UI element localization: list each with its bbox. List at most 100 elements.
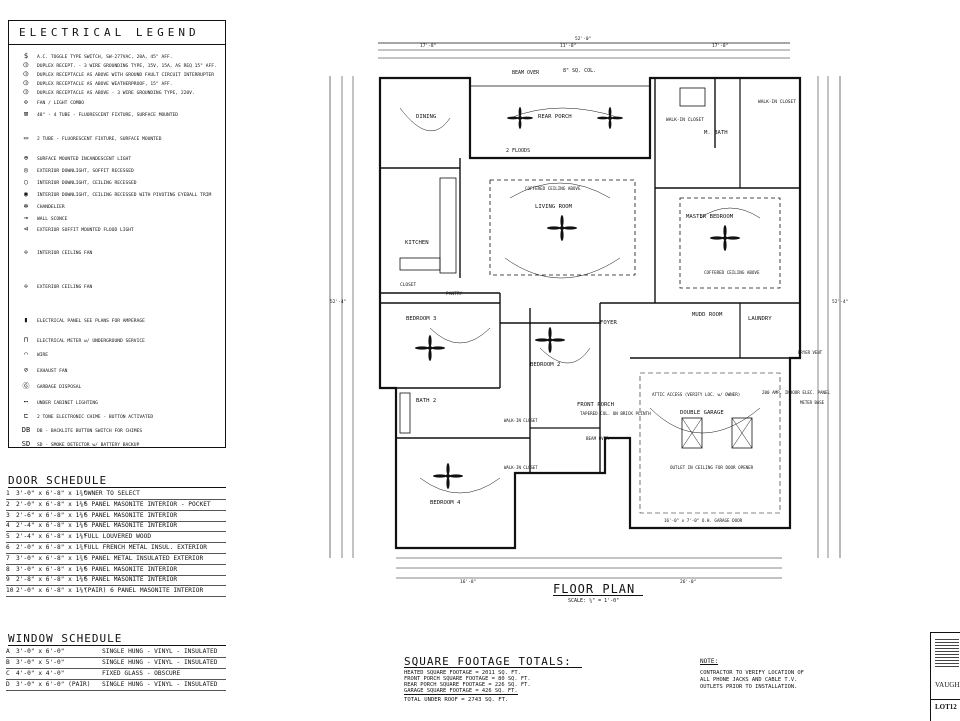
exterior-wall (378, 76, 802, 550)
window-schedule-title: WINDOW SCHEDULE (8, 632, 123, 645)
switch-icon: $ (23, 52, 29, 60)
dim-bottom-left: 16'-8" (460, 580, 477, 585)
room-label-walk-in-closet: WALK-IN CLOSET (504, 465, 538, 470)
square-footage-row: HEATED SQUARE FOOTAGE = 2011 SQ. FT. (404, 670, 521, 676)
legend-item: ○INTERIOR DOWNLIGHT, CEILING RECESSED (15, 179, 221, 187)
legend-item: ▮ELECTRICAL PANEL SEE PLANS FOR AMPERAGE (15, 317, 221, 325)
room-label-closet: CLOSET (400, 283, 417, 288)
floor-plan-drawing (329, 42, 841, 579)
room-label-master-bath: M. BATH (704, 130, 728, 136)
legend-item: ⦶DUPLEX RECEPTACLE AS ABOVE WEATHERPROOF… (15, 80, 221, 88)
incandescent-light-icon: ⊕ (23, 154, 29, 162)
legend-item-label: CHANDELIER (37, 205, 65, 210)
room-label-walk-in-closet: WALK-IN CLOSET (666, 118, 704, 123)
wp-receptacle-icon: ⦶ (23, 79, 29, 87)
legend-item-label: EXHAUST FAN (37, 369, 68, 374)
legend-item-label: DUPLEX RECEPTACLE AS ABOVE - 3 WIRE GROU… (37, 91, 195, 96)
note-outlet-door-opener: OUTLET IN CEILING FOR DOOR OPENER (670, 465, 754, 470)
legend-item: ▭2 TUBE - FLUORESCENT FIXTURE, SURFACE M… (15, 135, 221, 143)
legend-item: $ A.C. TOGGLE TYPE SWITCH, SW-277VAC, 20A… (15, 53, 221, 61)
ceiling-fan-icon (433, 463, 463, 489)
flood-light-icon: ⊲ (23, 225, 29, 233)
door-size: 2'-0" x 6'-8" x 1⅜" (16, 587, 87, 595)
ceiling-fan-icon (710, 225, 740, 251)
door-schedule-title: DOOR SCHEDULE (8, 474, 108, 487)
door-description: FULL LOUVERED WOOD (84, 533, 152, 541)
legend-item-label: SD - SMOKE DETECTOR w/ BATTERY BACKUP (37, 443, 140, 448)
legend-item: ⊠48" - 4 TUBE - FLUORESCENT FIXTURE, SUR… (15, 111, 221, 119)
window-mark: D (6, 681, 10, 688)
legend-item-label: EXTERIOR DOWNLIGHT, SOFFIT RECESSED (37, 169, 134, 174)
note-meter-base: METER BASE (800, 400, 825, 405)
square-footage-row: FRONT PORCH SQUARE FOOTAGE = 80 SQ. FT. (404, 676, 531, 682)
legend-item-label: EXTERIOR CEILING FAN (37, 285, 93, 290)
ceiling-fan-icon (415, 335, 445, 361)
legend-item-label: 2 TONE ELECTRONIC CHIME - BUTTON ACTIVAT… (37, 415, 154, 420)
fluorescent-4tube-icon: ⊠ (23, 110, 29, 118)
wire (509, 182, 611, 199)
electrical-panel-icon: ▮ (23, 316, 29, 324)
door-schedule-rule (8, 487, 226, 488)
door-number: 5 (6, 533, 10, 541)
220v-receptacle-icon: ⦶ (23, 88, 29, 96)
door-size: 3'-0" x 6'-8" x 1¾" (16, 490, 87, 497)
room-label-walk-in-closet: WALK-IN CLOSET (758, 100, 796, 105)
legend-item: ◎ EXTERIOR DOWNLIGHT, SOFFIT RECESSED (15, 167, 221, 175)
door-size: 3'-0" x 6'-8" x 1¾" (16, 554, 87, 562)
room-label-rear-porch: REAR PORCH (538, 114, 572, 120)
room-label-bedroom-3: BEDROOM 3 (406, 316, 437, 322)
door-size: 2'-4" x 6'-8" x 1⅜" (16, 533, 87, 541)
exterior-fan-icon (507, 107, 533, 129)
door-number: 3 (6, 511, 10, 519)
interior-downlight-icon: ○ (23, 178, 29, 186)
garage-panel-right (731, 417, 753, 449)
electrical-meter-icon: ⊓ (23, 336, 29, 344)
window-size: 3'-0" x 6'-0" (16, 648, 65, 655)
legend-item: ⦶ DUPLEX RECEPTACLE AS ABOVE - 3 WIRE GRO… (15, 89, 221, 97)
window-size: 3'-0" x 5'-0" (16, 659, 65, 666)
room-label-double-garage: DOUBLE GARAGE (680, 410, 724, 416)
legend-item: ✢INTERIOR CEILING FAN (15, 249, 221, 257)
legend-item-label: UNDER CABINET LIGHTING (37, 401, 98, 406)
room-label-living-room: LIVING ROOM (535, 204, 573, 210)
door-size: 2'-8" x 6'-8" x 1⅜" (16, 576, 87, 584)
door-description: 6 PANEL MASONITE INTERIOR (84, 576, 178, 584)
room-label-bedroom-2: BEDROOM 2 (530, 362, 561, 368)
exterior-downlight-icon: ◎ (23, 166, 29, 174)
door-size: 2'-0" x 6'-8" x 1¾" (16, 544, 87, 551)
dim-left-total: 52'-4" (330, 300, 347, 305)
door-number: 1 (6, 490, 10, 497)
window-description: SINGLE HUNG - VINYL - INSULATED (102, 681, 218, 688)
note-tapered-column: TAPERED COL. ON BRICK PLINTH (580, 411, 651, 416)
door-description: 6 PANEL MASONITE INTERIOR (84, 522, 178, 530)
door-size: 2'-6" x 6'-8" x 1⅜" (16, 511, 87, 519)
room-label-dining: DINING (416, 114, 437, 120)
room-label-front-porch: FRONT PORCH (577, 402, 615, 408)
dim-overall-width: 52'-0" (575, 37, 592, 42)
under-cabinet-icon: ┅ (23, 398, 29, 406)
electrical-legend: ELECTRICAL LEGEND $A.C. TOGGLE TYPE SWIT… (8, 20, 226, 448)
garbage-disposal-icon: Ⓖ (22, 382, 30, 390)
legend-item-label: INTERIOR CEILING FAN (37, 251, 93, 256)
door-number: 8 (6, 565, 10, 573)
note-garage-door: 16'-0" x 7'-0" O.H. GARAGE DOOR (664, 518, 743, 523)
wire-icon: ⌒ (23, 350, 29, 358)
legend-item: ⊕SURFACE MOUNTED INCANDESCENT LIGHT (15, 155, 221, 163)
legend-item-label: A.C. TOGGLE TYPE SWITCH, SW-277VAC, 20A,… (37, 55, 173, 60)
dim-right-total: 52'-4" (832, 300, 849, 305)
legend-item-label: FAN / LIGHT COMBO (37, 101, 85, 106)
dim-top-mid: 11'-8" (560, 44, 577, 49)
note-coffered-ceiling: COFFERED CEILING ABOVE (704, 270, 760, 275)
dim-bottom-right: 26'-0" (680, 580, 697, 585)
ceiling-fan-icon (547, 215, 577, 241)
coffered-ceiling-master (679, 197, 781, 289)
room-label-bath-2: BATH 2 (416, 398, 437, 404)
legend-item-label: GARBAGE DISPOSAL (37, 385, 82, 390)
door-description: (PAIR) 6 PANEL MASONITE INTERIOR (84, 587, 204, 595)
